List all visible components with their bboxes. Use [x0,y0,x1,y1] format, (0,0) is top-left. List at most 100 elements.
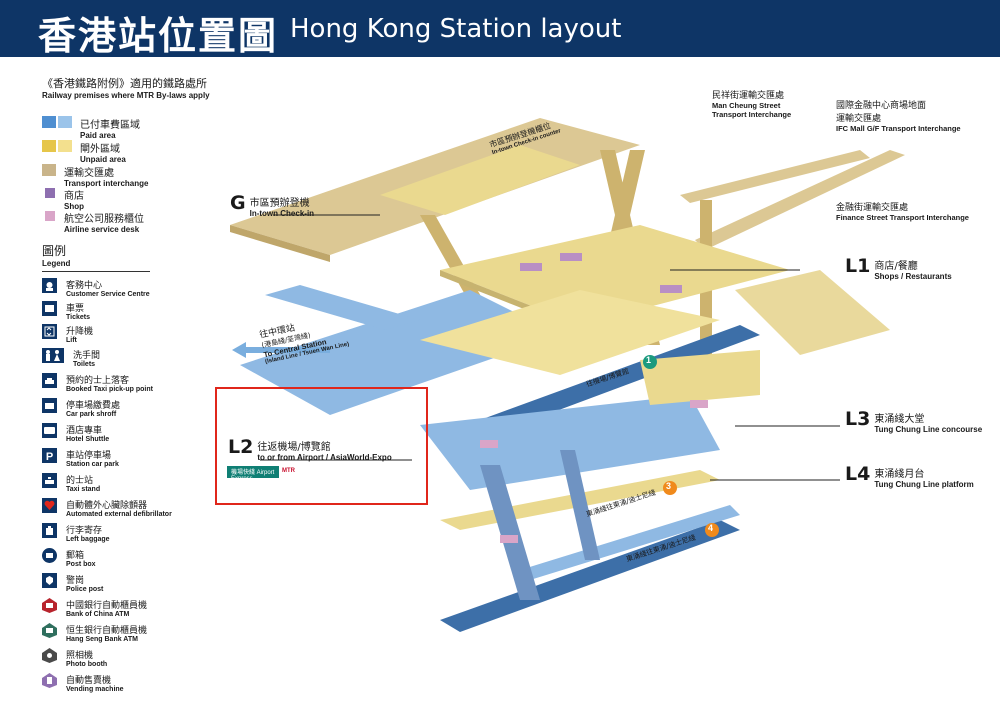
tcl-track [440,520,740,632]
checkin-area [380,145,580,215]
l2-highlight-box [215,387,428,505]
legend-zh: 郵箱 [66,551,85,561]
legend-en: Automated external defibrillator [66,511,172,518]
level-zh: 往返機場/博覽館 [257,442,331,453]
level-code: L3 [845,408,871,430]
l3-unpaid [640,350,760,405]
photo-booth-icon [42,648,57,663]
shop-block [560,253,582,261]
level-en: to or from Airport / AsiaWorld-Expo [257,453,392,462]
area-label-en: Unpaid area [80,155,126,164]
vending-machine-icon [42,673,57,688]
boc-atm-icon [42,598,57,613]
legend-en: Car park shroff [66,411,117,418]
toilets-icon [42,348,64,363]
hang-seng-atm-icon [42,623,57,638]
area-label-zh: 已付車費區域 [80,120,140,131]
legend-zh: 預約的士上落客 [66,376,130,386]
booked-taxi-icon [42,373,57,388]
legend-en: Post box [66,561,96,568]
legend-en: Vending machine [66,686,124,693]
area-label-zh: 商店 [64,191,84,202]
lift-icon [42,324,57,339]
escalator [480,465,540,600]
level-en: In-town Check-in [249,209,315,218]
paid-light-swatch [58,116,72,128]
to-central-arrowhead [232,342,246,358]
mtr-logo: MTR [282,468,295,474]
area-label-en: Airline service desk [64,225,140,234]
shop-block [520,263,542,271]
level-code: L4 [845,463,871,485]
ael-track [480,325,760,432]
area-label-en: Paid area [80,131,116,140]
legend-zh: 車站停車場 [66,451,112,461]
shop-block [690,400,708,408]
police-icon [42,573,57,588]
customer-service-icon [42,278,57,293]
level-code: G [230,192,246,214]
legend-zh: 洗手間 [73,351,101,361]
legend-zh: 的士站 [66,476,94,486]
legend-zh: 照相機 [66,651,94,661]
legend-en: Tickets [66,314,90,321]
hotel-shuttle-icon [42,423,57,438]
legend-zh: 升降機 [66,327,94,337]
callout-en: Transport Interchange [712,110,792,119]
level-en: Tung Chung Line concourse [874,425,983,434]
shop-block [500,535,518,543]
airport-express-text: 機場快綫 Airport Express [231,470,275,482]
defibrillator-icon [42,498,57,513]
legend-zh: 自動售賣機 [66,676,112,686]
platform-4-marker [705,523,719,537]
title-en: Hong Kong Station layout [290,14,622,44]
legend-zh: 恒生銀行自動櫃員機 [66,626,148,636]
legend-en: Station car park [66,461,119,468]
l2-unpaid-area [420,290,720,375]
header-bar: 香港站位置圖 Hong Kong Station layout [0,0,1000,58]
shop-block [660,285,682,293]
legend-en: Hang Seng Bank ATM [66,636,138,643]
platform-3-number: 3 [666,481,672,491]
paid-dark-swatch [42,116,56,128]
legend-en: Taxi stand [66,486,101,493]
legend-en: Police post [66,586,104,593]
level-en: Tung Chung Line platform [874,480,974,489]
intro-zh: 《香港鐵路附例》適用的鐵路處所 [42,77,207,90]
legend-en: Customer Service Centre [66,291,150,298]
legend-title-en: Legend [42,259,71,268]
airline-desk-swatch [45,211,55,221]
svg-text:P: P [46,451,53,463]
tickets-icon [42,301,57,316]
unpaid-light-swatch [58,140,72,152]
legend-en: Toilets [73,361,96,368]
legend-en: Booked Taxi pick-up point [66,386,153,393]
unpaid-dark-swatch [42,140,56,152]
legend-en: Lift [66,337,77,344]
legend-en: Left baggage [66,536,110,543]
level-code: L2 [228,436,254,458]
platform-4-number: 4 [708,523,714,533]
legend-zh: 客務中心 [66,281,103,291]
escalator [560,450,600,560]
callout-zh: 國際金融中心商場地面 [836,101,927,111]
